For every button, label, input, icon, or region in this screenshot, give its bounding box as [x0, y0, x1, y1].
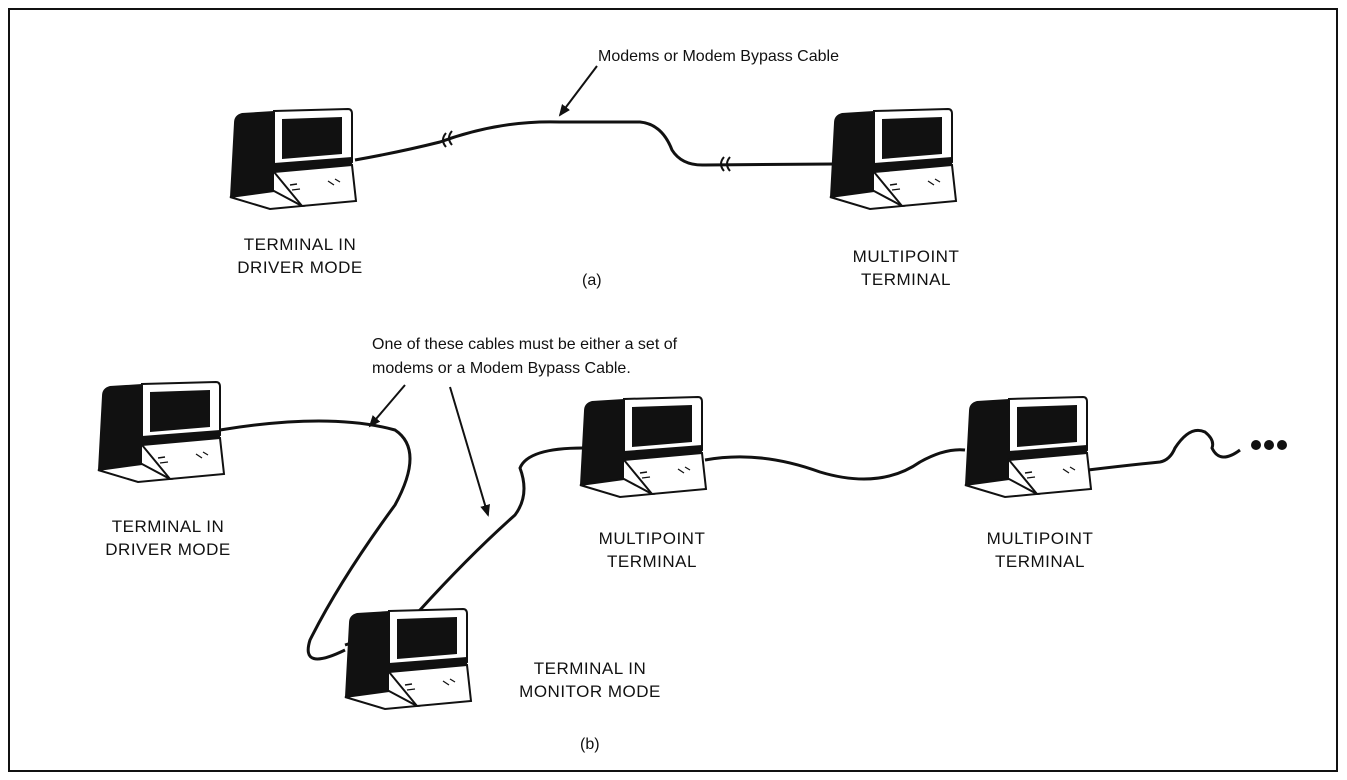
label-line: TERMINAL IN: [111, 517, 225, 536]
arrow-icon: [449, 386, 490, 517]
cable-break-icon: [720, 156, 731, 172]
label-line: TERMINAL IN: [533, 659, 647, 678]
label-line: DRIVER MODE: [105, 540, 231, 559]
label-line: TERMINAL IN: [243, 235, 357, 254]
caption-b: (b): [580, 736, 600, 753]
cable-trailing: [1087, 428, 1241, 472]
cable-a: [354, 120, 836, 167]
terminal-icon: [579, 396, 707, 498]
label-driver-terminal-b: TERMINAL IN DRIVER MODE: [93, 515, 243, 561]
label-multipoint-terminal-a: MULTIPOINT TERMINAL: [836, 245, 976, 291]
callout-line: modems or a Modem Bypass Cable.: [372, 360, 631, 377]
arrow-icon: [368, 384, 406, 428]
label-line: MULTIPOINT: [986, 529, 1094, 548]
terminal-icon: [829, 108, 957, 210]
label-monitor-terminal: TERMINAL IN MONITOR MODE: [515, 657, 665, 703]
label-line: MONITOR MODE: [519, 682, 661, 701]
caption-a: (a): [582, 272, 602, 289]
callout-b: One of these cables must be either a set…: [372, 333, 677, 381]
label-driver-terminal-a: TERMINAL IN DRIVER MODE: [225, 233, 375, 279]
cable-break-icon: [442, 130, 453, 148]
callout-a: Modems or Modem Bypass Cable: [598, 48, 839, 65]
label-line: DRIVER MODE: [237, 258, 363, 277]
label-multipoint-terminal-b1: MULTIPOINT TERMINAL: [582, 527, 722, 573]
label-line: TERMINAL: [861, 270, 951, 289]
label-line: TERMINAL: [995, 552, 1085, 571]
figure-frame: [8, 8, 1338, 772]
label-multipoint-terminal-b2: MULTIPOINT TERMINAL: [970, 527, 1110, 573]
terminal-icon: [964, 396, 1092, 498]
ellipsis-icon: [1251, 440, 1287, 450]
terminal-icon: [344, 608, 472, 710]
callout-line: One of these cables must be either a set…: [372, 336, 678, 353]
cable-driver-monitor: [219, 419, 412, 661]
terminal-icon: [97, 381, 225, 483]
label-line: MULTIPOINT: [598, 529, 706, 548]
terminal-icon: [229, 108, 357, 210]
cable-multipoint-multipoint: [704, 448, 966, 481]
label-line: TERMINAL: [607, 552, 697, 571]
arrow-icon: [558, 65, 598, 117]
label-line: MULTIPOINT: [852, 247, 960, 266]
